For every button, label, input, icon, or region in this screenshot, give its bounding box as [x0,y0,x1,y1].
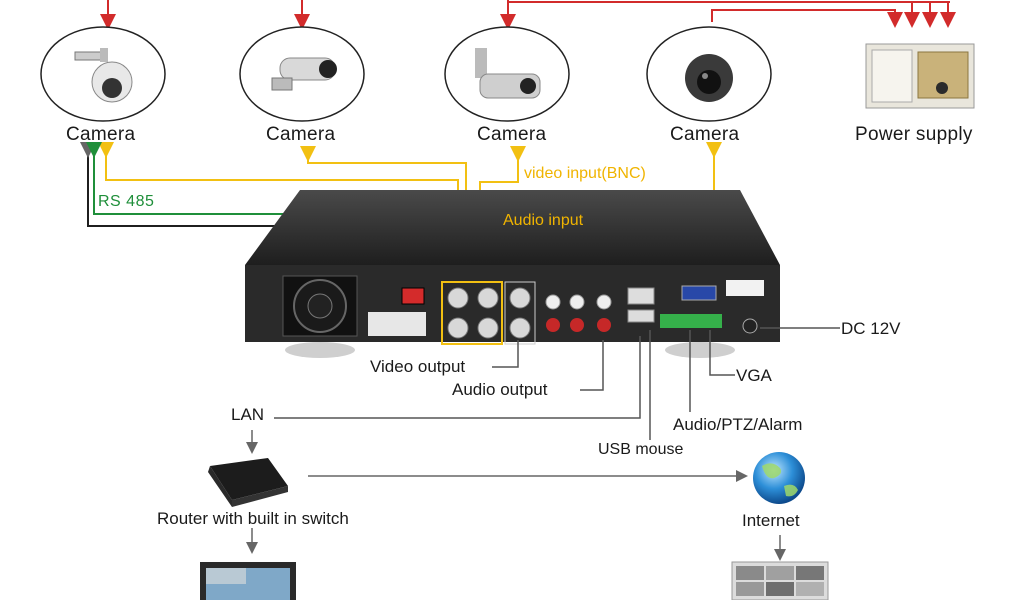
camera-1-label: Camera [66,124,136,145]
dvr-recorder [245,190,780,358]
power-lines [100,0,956,30]
usb-mouse-label: USB mouse [598,441,684,458]
dc12v-label: DC 12V [841,319,901,338]
camera-2-label: Camera [266,124,336,145]
camera-3-bullet [444,26,570,122]
camera-1-dome [40,26,166,122]
audio-ptz-alarm-label: Audio/PTZ/Alarm [673,415,803,434]
audio-input-label: Audio input [503,212,584,229]
camera-2-bullet [239,26,365,122]
internet-label: Internet [742,511,800,530]
rs485-label: RS 485 [98,193,155,210]
audio-output-label: Audio output [452,380,548,399]
power-supply-label: Power supply [855,124,973,145]
router-device [208,458,288,507]
internet-globe-icon [753,452,805,504]
power-supply-box [865,43,975,109]
video-output-label: Video output [370,357,466,376]
video-input-label: video input(BNC) [524,165,646,182]
output-lines [246,327,840,561]
camera-4-dome [646,26,772,122]
monitor-display [200,562,296,600]
vga-label: VGA [736,366,772,385]
camera-3-label: Camera [477,124,547,145]
remote-view-screen [731,561,829,600]
router-label: Router with built in switch [157,509,349,528]
camera-4-label: Camera [670,124,740,145]
lan-label: LAN [231,405,265,424]
